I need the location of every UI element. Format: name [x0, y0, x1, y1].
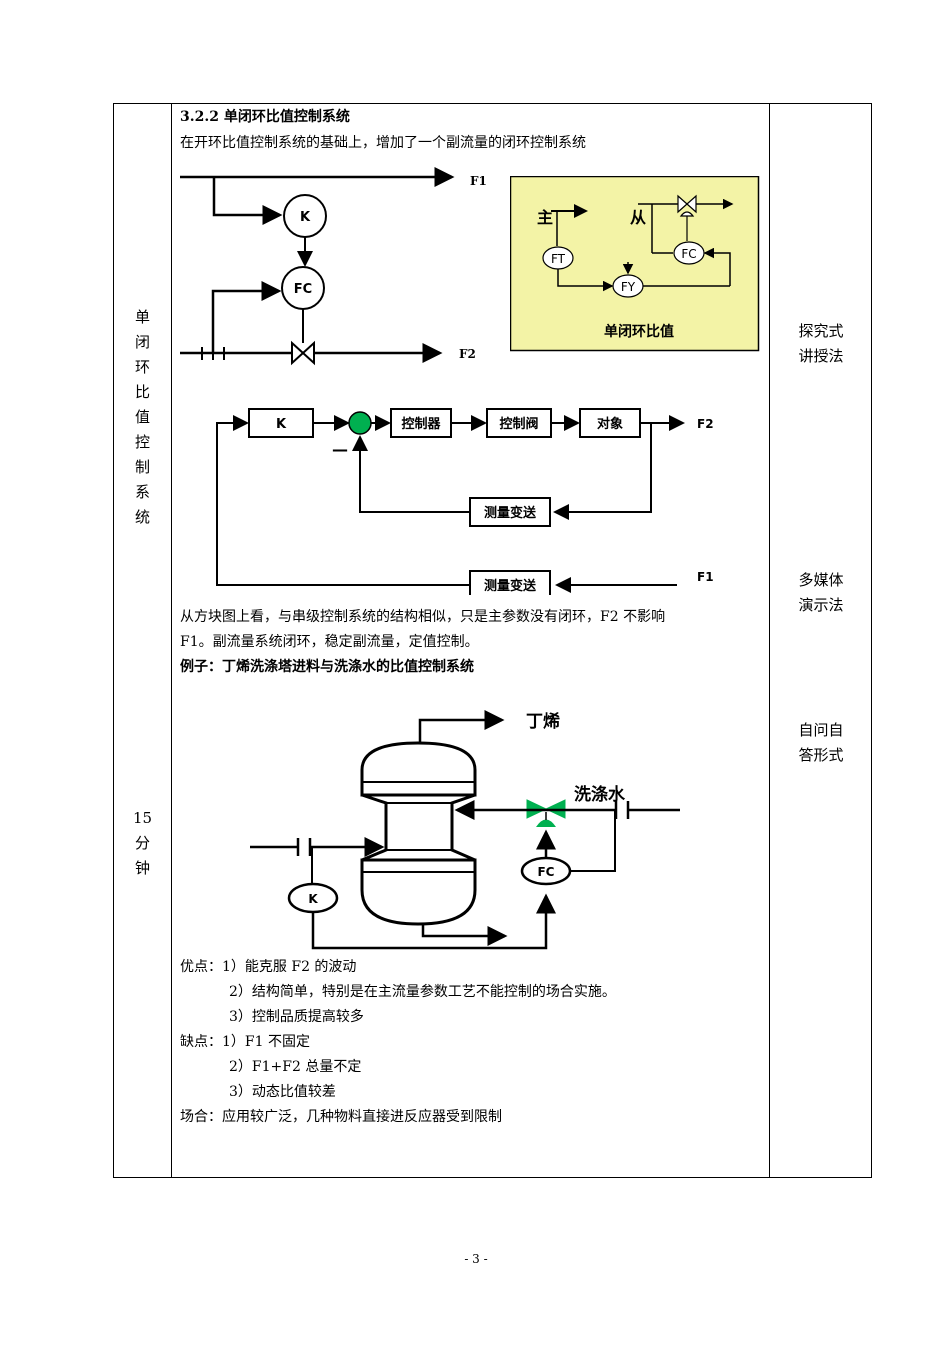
f2-label: F2 — [459, 347, 476, 361]
example-title: 例子：丁烯洗涤塔进料与洗涤水的比值控制系统 — [180, 659, 474, 675]
page-number: - 3 - — [464, 1252, 488, 1266]
object-block — [579, 408, 641, 438]
column-divider — [769, 104, 770, 1177]
controller-block — [390, 408, 452, 438]
svg-text:K: K — [276, 417, 287, 432]
valve-block — [486, 408, 552, 438]
svg-text:K: K — [300, 210, 311, 225]
svg-text:丁烯: 丁烯 — [526, 711, 560, 732]
k-block — [248, 408, 314, 438]
block-diagram: K 控制器 控制阀 对象 F2 测量变送 — F1 测量变送 — [216, 408, 714, 595]
control-valve — [291, 340, 315, 366]
svg-text:测量变送: 测量变送 — [484, 578, 537, 594]
inset-diagram: 主 从 FT FY FC 单闭环比值 — [510, 176, 760, 352]
method-label: 自问自答形式 — [798, 721, 844, 764]
pros-text: 3）控制品质提高较多 — [229, 1009, 364, 1025]
pros-text: 优点：1）能克服 F2 的波动 — [180, 959, 357, 975]
cons-text: 2）F1+F2 总量不定 — [229, 1059, 362, 1075]
intro-text: 在开环比值控制系统的基础上，增加了一个副流量的闭环控制系统 — [180, 135, 586, 151]
svg-text:FY: FY — [621, 280, 636, 294]
svg-text:单闭环比值: 单闭环比值 — [604, 323, 674, 340]
svg-text:测量变送: 测量变送 — [484, 505, 537, 521]
svg-text:F2: F2 — [697, 417, 714, 431]
cons-text: 3）动态比值较差 — [229, 1084, 336, 1100]
svg-text:FC: FC — [681, 247, 696, 261]
svg-text:洗涤水: 洗涤水 — [574, 784, 626, 805]
svg-text:主: 主 — [537, 208, 553, 227]
method-label: 多媒体演示法 — [798, 571, 844, 614]
tower-top — [360, 741, 477, 797]
tower-diagram: 丁烯 K FC 洗涤水 — [250, 710, 680, 950]
method-label: 探究式讲授法 — [798, 322, 844, 365]
analysis-text: 从方块图上看，与串级控制系统的结构相似，只是主参数没有闭环，F2 不影响 — [180, 609, 666, 625]
topic-label: 单闭 环比 值控 制系 统 — [134, 308, 150, 526]
pros-text: 2）结构简单，特别是在主流量参数工艺不能控制的场合实施。 — [229, 984, 616, 1000]
svg-text:FC: FC — [537, 865, 554, 879]
analysis-text: F1。副流量系统闭环，稳定副流量，定值控制。 — [180, 634, 479, 650]
usage-text: 场合：应用较广泛，几种物料直接进反应器受到限制 — [180, 1109, 502, 1125]
tower-bottom — [360, 858, 477, 926]
svg-text:K: K — [308, 892, 318, 906]
section-heading: 3.2.2 单闭环比值控制系统 — [180, 109, 350, 125]
summing-junction — [348, 411, 372, 435]
svg-text:对象: 对象 — [597, 416, 623, 432]
svg-text:控制阀: 控制阀 — [499, 416, 538, 432]
column-divider — [171, 104, 172, 1177]
ratio-control-schematic: K FC — [180, 167, 455, 366]
svg-text:F1: F1 — [697, 570, 714, 584]
svg-text:从: 从 — [630, 208, 646, 227]
f1-label: F1 — [470, 174, 487, 188]
valve-actuator — [536, 819, 556, 827]
measure-block-2 — [469, 570, 551, 595]
svg-text:FT: FT — [551, 252, 566, 266]
svg-text:控制器: 控制器 — [401, 416, 441, 432]
svg-text:FC: FC — [294, 282, 312, 297]
fc-circle — [673, 241, 705, 265]
svg-text:—: — — [332, 440, 348, 459]
cons-text: 缺点：1）F1 不固定 — [180, 1034, 310, 1050]
